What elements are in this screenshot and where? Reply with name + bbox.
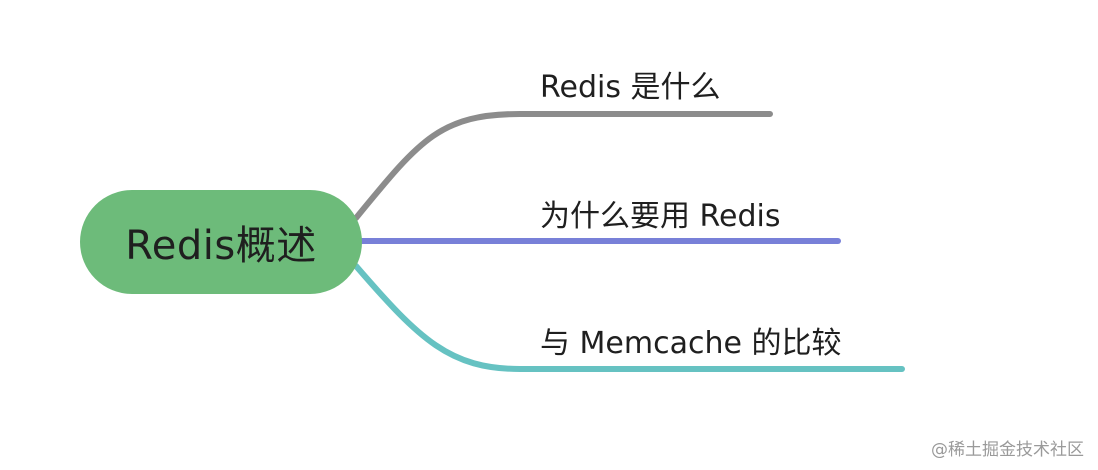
branch-label-redis-what[interactable]: Redis 是什么 (540, 70, 721, 105)
edge-redis-what (353, 111, 773, 221)
root-label: Redis概述 (125, 223, 317, 269)
branch-label-memcache-compare[interactable]: 与 Memcache 的比较 (540, 326, 842, 361)
watermark: @稀土掘金技术社区 (931, 440, 1084, 460)
edge-memcache-compare (353, 263, 905, 372)
branch-label-why-redis[interactable]: 为什么要用 Redis (540, 199, 781, 234)
root-node[interactable]: Redis概述 (80, 190, 362, 294)
